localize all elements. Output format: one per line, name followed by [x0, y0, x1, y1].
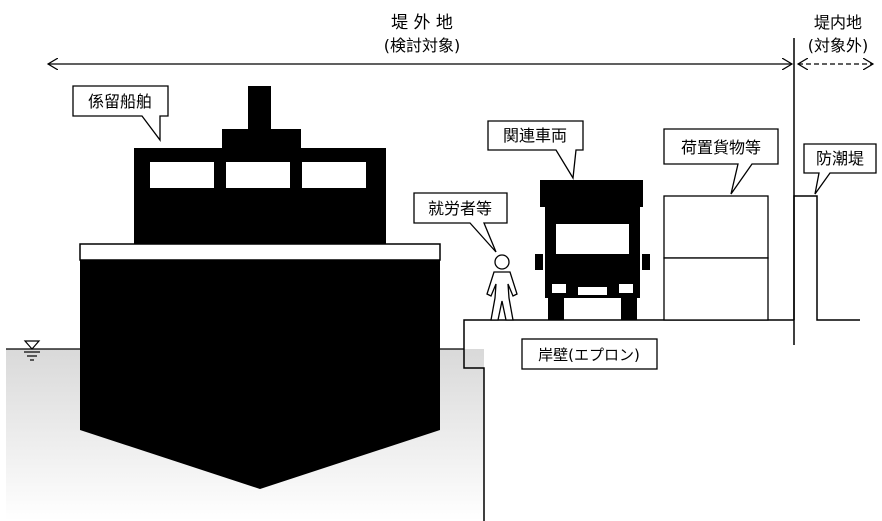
callout-worker: 就労者等	[413, 192, 508, 253]
callout-seawall-label: 防潮堤	[816, 149, 864, 168]
callout-worker-label: 就労者等	[428, 199, 492, 218]
cargo-box-lower	[663, 257, 769, 321]
truck-mirror-left	[535, 254, 543, 270]
callout-quay-label: 岸壁(エプロン)	[538, 346, 640, 364]
moored-ship	[79, 86, 441, 489]
truck-grille	[578, 287, 607, 295]
truck-cargo-box	[540, 180, 643, 207]
seawall	[793, 195, 860, 321]
callout-quay: 岸壁(エプロン)	[521, 338, 658, 370]
worker-figure	[486, 254, 518, 321]
truck-mirror-right	[642, 254, 650, 270]
callout-truck-label: 関連車両	[503, 126, 567, 145]
callout-ship: 係留船舶	[72, 85, 169, 142]
ship-deck	[79, 243, 441, 261]
ship-funnel-base	[222, 129, 301, 148]
callout-seawall: 防潮堤	[803, 143, 877, 195]
outer-area-title: 堤 外 地	[391, 13, 453, 33]
inner-area-title: 堤内地	[814, 13, 862, 32]
outer-area-subtitle: (検討対象)	[384, 36, 461, 55]
ship-funnel	[248, 86, 271, 129]
inner-area-subtitle: (対象外)	[808, 36, 869, 55]
truck-wheel-right	[621, 298, 637, 320]
water-level-icon	[23, 340, 41, 361]
callout-cargo: 荷置貨物等	[663, 128, 779, 195]
ship-hull	[80, 260, 440, 489]
ship-window	[302, 162, 366, 188]
truck-headlight-left	[552, 284, 566, 293]
callout-cargo-label: 荷置貨物等	[681, 138, 761, 157]
ship-window	[226, 162, 290, 188]
related-vehicle-truck	[535, 180, 650, 320]
callout-truck: 関連車両	[487, 120, 584, 180]
truck-wheel-left	[548, 298, 564, 320]
callout-ship-label: 係留船舶	[88, 92, 152, 111]
ship-window	[150, 162, 214, 188]
truck-headlight-right	[619, 284, 633, 293]
cargo-box-upper	[663, 195, 769, 259]
truck-windshield	[556, 224, 629, 254]
